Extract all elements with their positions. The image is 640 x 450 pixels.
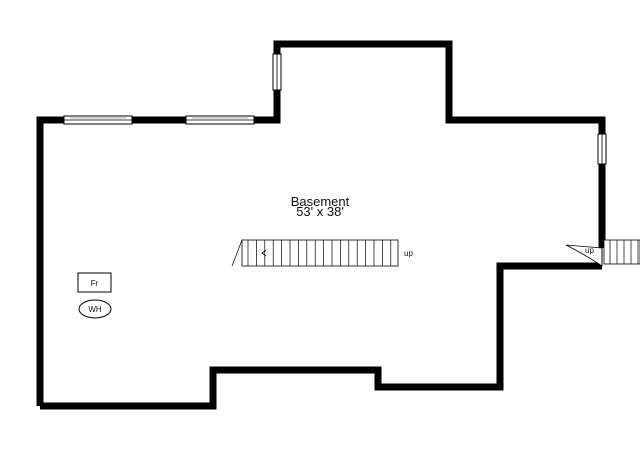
- interior-stairs: [231, 239, 399, 267]
- exterior-stairs-label: up: [585, 246, 594, 255]
- freezer-label: Fr: [91, 279, 99, 288]
- water-heater: WH: [78, 299, 112, 319]
- freezer: Fr: [77, 272, 112, 293]
- exterior-stairs-outline: [603, 239, 640, 265]
- interior-stairs-label: up: [404, 249, 413, 258]
- window-bump-left: [272, 53, 282, 91]
- window-top-left-2: [185, 115, 255, 125]
- room-name: Basement: [291, 194, 350, 209]
- window-top-left-1: [63, 115, 133, 125]
- stair-break-line: [231, 239, 243, 267]
- exterior-wall: [36, 40, 606, 406]
- stair-arrow: [261, 249, 267, 257]
- window-right: [597, 133, 607, 165]
- room-dimensions: 53' x 38': [296, 204, 344, 219]
- exterior-wall-lower: [40, 262, 602, 410]
- exterior-stairs: [603, 239, 640, 265]
- exterior-door: [565, 244, 603, 267]
- water-heater-label: WH: [88, 305, 102, 314]
